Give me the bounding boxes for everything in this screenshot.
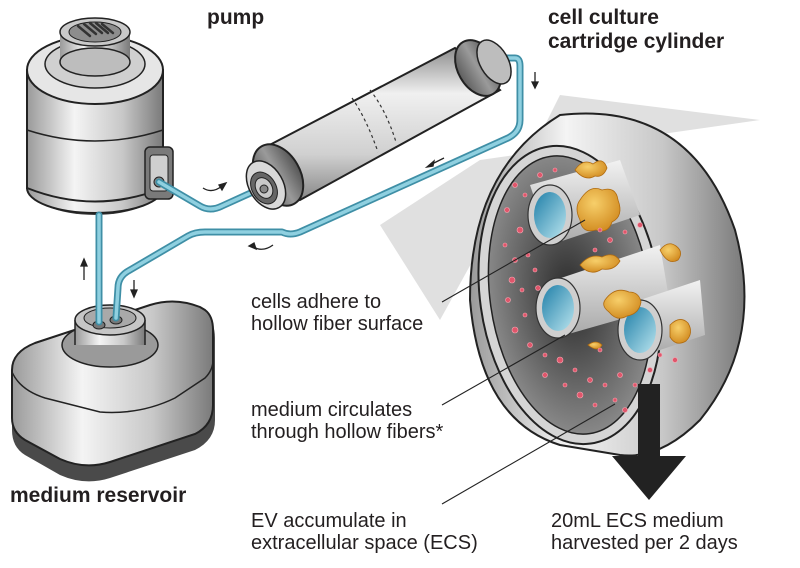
arrow-down-reservoir-icon	[130, 280, 138, 299]
cartridge-label: cell culture cartridge cylinder	[548, 6, 724, 53]
arrow-return-lower-icon	[247, 242, 274, 251]
arrow-pump-to-cartridge-icon	[202, 181, 228, 192]
pump-vent-icon	[76, 21, 115, 38]
medium-circulates-line1: medium circulates	[251, 399, 413, 421]
cells-adhere-line1: cells adhere to	[251, 291, 382, 313]
arrow-down-cartridge-icon	[530, 72, 540, 90]
pump-label: pump	[207, 6, 265, 29]
medium-circulates-label: medium circulates through hollow fibers*	[251, 399, 443, 444]
medium-circulates-line2: through hollow fibers*	[251, 421, 444, 444]
leader-lines	[441, 219, 616, 505]
pump	[26, 17, 174, 215]
cells-adhere-label: cells adhere to hollow fiber surface	[251, 291, 423, 336]
cells-adhere-line2: hollow fiber surface	[251, 313, 424, 336]
adherent-cells	[574, 160, 691, 350]
cell-culture-cartridge	[245, 39, 512, 210]
cartridge-label-line1: cell culture	[548, 6, 659, 29]
medium-reservoir	[11, 300, 215, 482]
ev-accumulate-line2: extracellular space (ECS)	[251, 532, 478, 555]
ev-accumulate-line1: EV accumulate in	[251, 510, 407, 532]
cartridge-label-line2: cartridge cylinder	[548, 29, 725, 53]
ev-accumulate-label: EV accumulate in extracellular space (EC…	[251, 510, 478, 555]
arrow-up-reservoir-icon	[80, 257, 88, 280]
harvest-arrow	[612, 384, 686, 500]
reservoir-label: medium reservoir	[10, 484, 187, 507]
ev-particles	[502, 167, 678, 413]
harvest-line2: harvested per 2 days	[551, 532, 738, 555]
harvest-label: 20mL ECS medium harvested per 2 days	[551, 510, 738, 555]
arrow-return-icon	[424, 157, 445, 169]
flow-arrows	[80, 72, 540, 299]
harvest-line1: 20mL ECS medium	[551, 510, 724, 532]
tubing	[95, 54, 524, 326]
cartridge-cross-section	[468, 112, 746, 457]
